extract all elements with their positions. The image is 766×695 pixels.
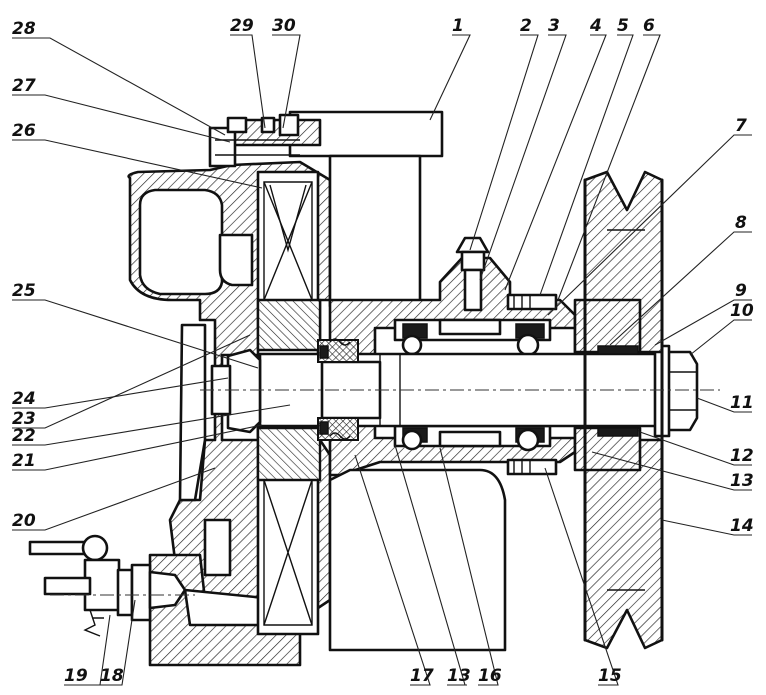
- label-underlines: [12, 34, 655, 686]
- part-label-5: 5: [617, 16, 629, 36]
- part-label-27: 27: [12, 76, 36, 96]
- part-label-29: 29: [230, 16, 254, 36]
- mechanical-seal: [317, 338, 359, 441]
- part-label-14: 14: [730, 516, 754, 536]
- part-label-8: 8: [735, 213, 747, 233]
- part-number-labels: 28 27 26 29 30 1 2 3 4 5 6 7 8 9 10 11 1…: [12, 16, 754, 686]
- shaft: [210, 344, 699, 438]
- bearings: [393, 318, 552, 452]
- part-label-17: 17: [410, 666, 434, 686]
- part-label-22: 22: [12, 426, 36, 446]
- v-belt-pulley: [573, 170, 664, 650]
- part-label-2: 2: [520, 16, 532, 36]
- part-label-28: 28: [12, 19, 36, 39]
- suction-branch: [208, 110, 444, 308]
- part-label-11: 11: [730, 393, 754, 413]
- part-label-3: 3: [548, 16, 560, 36]
- part-label-4: 4: [589, 16, 602, 36]
- part-label-6: 6: [643, 16, 655, 36]
- part-label-16: 16: [478, 666, 502, 686]
- part-label-26: 26: [12, 121, 36, 141]
- part-label-15: 15: [598, 666, 622, 686]
- part-label-1: 1: [452, 16, 464, 36]
- part-label-19: 19: [64, 666, 88, 686]
- part-label-18: 18: [100, 666, 124, 686]
- part-label-23: 23: [12, 409, 36, 429]
- part-label-13-right: 13: [730, 471, 754, 491]
- part-label-10: 10: [730, 301, 754, 321]
- drain-valve: [28, 534, 187, 637]
- part-label-12: 12: [730, 446, 754, 466]
- part-label-25: 25: [12, 281, 36, 301]
- part-label-20: 20: [12, 511, 36, 531]
- part-label-13-bottom: 13: [447, 666, 471, 686]
- part-label-24: 24: [12, 389, 36, 409]
- part-label-7: 7: [735, 116, 747, 136]
- part-label-21: 21: [12, 451, 36, 471]
- part-label-30: 30: [272, 16, 296, 36]
- part-label-9: 9: [735, 281, 747, 301]
